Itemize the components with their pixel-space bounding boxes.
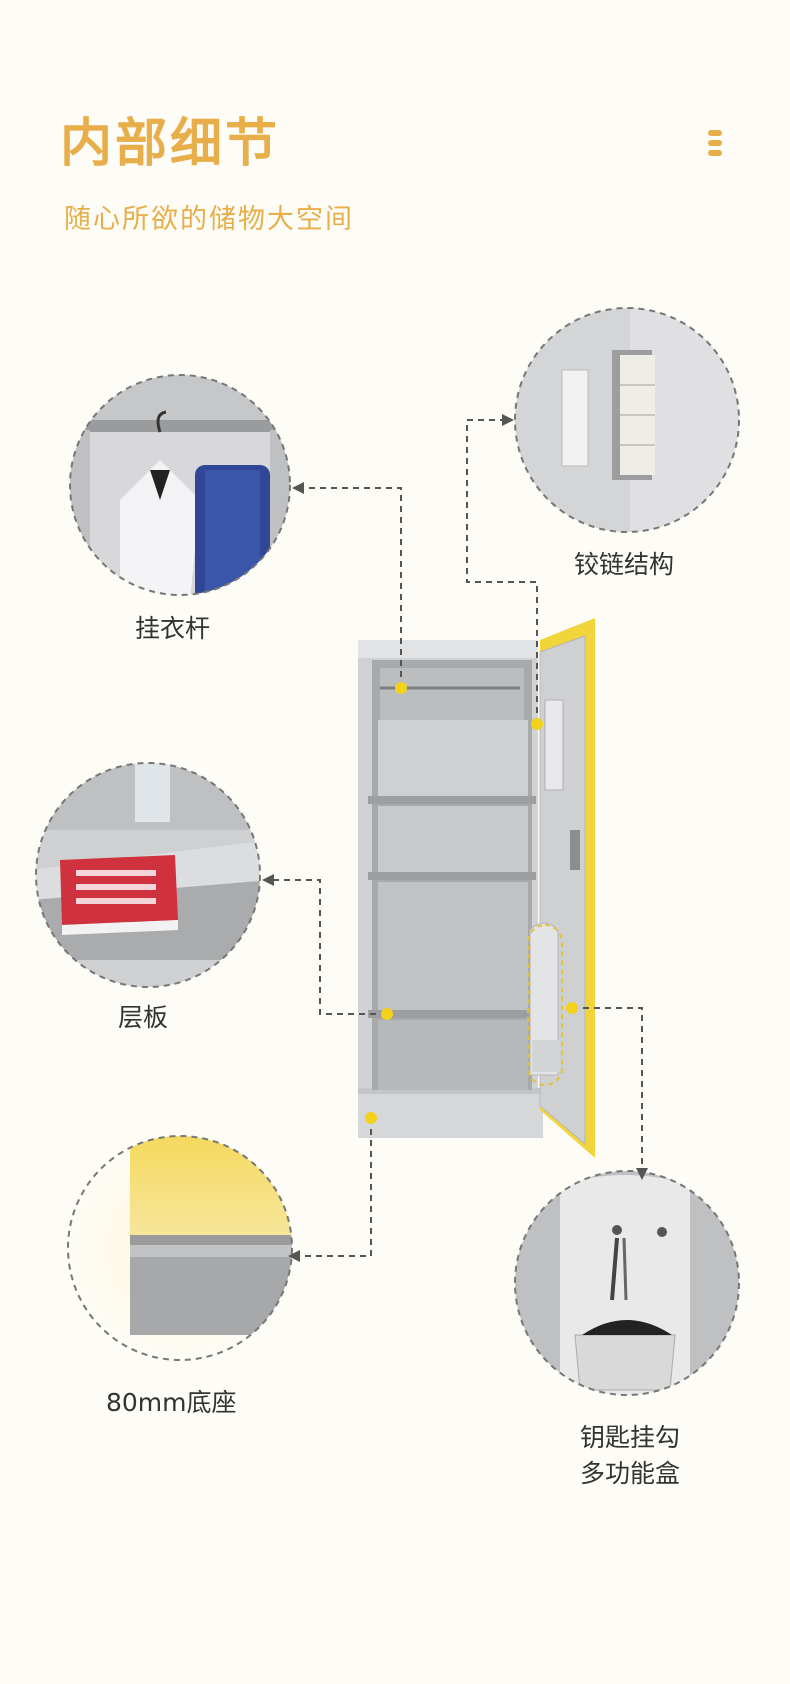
- menu-icon[interactable]: [704, 130, 726, 160]
- marker-dot: [566, 1002, 578, 1014]
- label-hinge: 铰链结构: [574, 550, 675, 579]
- marker-dot: [395, 682, 407, 694]
- menu-icon-bar: [708, 130, 722, 136]
- marker-dot: [531, 718, 543, 730]
- label-hanging-rod: 挂衣杆: [135, 614, 211, 643]
- hinge-detail: [514, 307, 740, 533]
- menu-icon-bar: [708, 150, 722, 156]
- page-title: 内部细节: [60, 114, 281, 174]
- page-subtitle: 随心所欲的储物大空间: [64, 204, 354, 235]
- locker-body: [358, 618, 595, 1158]
- label-shelf: 层板: [118, 1003, 169, 1032]
- hanging-rod-detail: [69, 374, 291, 596]
- key-hook-detail: [514, 1170, 740, 1396]
- callout-markers: [365, 682, 578, 1124]
- shelf-detail: [35, 762, 261, 988]
- callout-connectors: [268, 419, 643, 1257]
- label-key-hook-line2: 多功能盒: [579, 1459, 680, 1488]
- label-base: 80mm底座: [106, 1388, 237, 1417]
- marker-dot: [365, 1112, 377, 1124]
- marker-dot: [381, 1008, 393, 1020]
- label-key-hook-line1: 钥匙挂勾: [579, 1423, 680, 1452]
- callout-arrowheads: [262, 414, 648, 1262]
- label-key-hook: 钥匙挂勾 多功能盒: [560, 1420, 700, 1492]
- menu-icon-bar: [708, 140, 722, 146]
- base-detail: [67, 1135, 293, 1361]
